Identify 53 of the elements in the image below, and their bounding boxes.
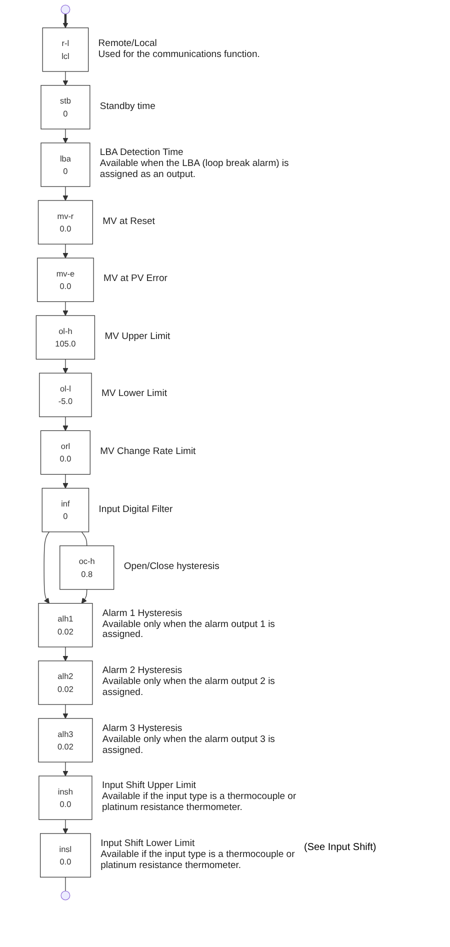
display-box: alh1 0.02 <box>38 603 93 648</box>
description-text: Available if the input type is a thermocouple or platinum resistance thermometer. <box>102 792 298 814</box>
display-box: oc-h 0.8 <box>60 545 114 590</box>
arrow <box>44 532 50 604</box>
display-box: inf 0 <box>42 488 90 532</box>
arrow <box>62 14 68 28</box>
arrow <box>62 71 68 86</box>
display-box: alh2 0.02 <box>38 660 93 705</box>
arrow <box>62 358 68 374</box>
description-text: Input Shift Lower Limit <box>100 838 196 850</box>
description-text: Available only when the alarm output 1 is assigned. <box>102 620 276 642</box>
display-box: insl 0.0 <box>40 833 91 878</box>
description-text: Alarm 1 Hysteresis <box>102 608 184 620</box>
arrow <box>62 416 68 431</box>
description-text: Used for the communications function. <box>98 50 261 60</box>
arrow <box>62 301 68 316</box>
description-text: Alarm 3 Hysteresis <box>102 724 184 735</box>
arrow <box>81 589 88 604</box>
display-box: r-l lcl <box>42 28 89 72</box>
arrow <box>62 646 68 662</box>
display-box: ol-h 105.0 <box>36 315 96 360</box>
description-text: MV Upper Limit <box>104 332 172 343</box>
description-text: MV Change Rate Limit <box>100 447 197 458</box>
arrow <box>62 244 68 258</box>
description-text: MV at PV Error <box>104 274 168 286</box>
description-text: MV at Reset <box>102 216 156 228</box>
arrow <box>62 474 68 488</box>
description-text: Available only when the alarm output 3 is assigned. <box>102 734 276 757</box>
description-text: MV Lower Limit <box>102 389 168 400</box>
display-box: insh 0.0 <box>38 776 92 820</box>
description-text: Available if the input type is a thermocouple or platinum resistance thermometer. <box>100 850 296 872</box>
arrow <box>62 186 68 201</box>
display-box: mv-e 0.0 <box>37 258 94 302</box>
display-box: mv-r 0.0 <box>38 200 93 244</box>
arrow <box>62 704 68 719</box>
display-box: orl 0.0 <box>40 430 90 475</box>
display-box: ol-l -5.0 <box>39 372 92 418</box>
description-text: Input Digital Filter <box>98 504 174 516</box>
description-text: Open/Close hysteresis <box>124 562 220 574</box>
description-text: Alarm 2 Hysteresis <box>102 666 184 677</box>
note-text: (See Input Shift) <box>303 841 378 855</box>
description-text: Input Shift Upper Limit <box>102 781 197 792</box>
display-box: alh3 0.02 <box>38 718 93 762</box>
description-text: Available only when the alarm output 2 is assigned. <box>102 677 276 699</box>
description-text: Available when the LBA (loop break alarm) is assigned as an output. <box>100 159 290 181</box>
arrow <box>62 762 68 776</box>
description-text: Standby time <box>100 102 156 113</box>
arrow <box>62 819 68 834</box>
arrow <box>62 128 68 144</box>
display-box: stb 0 <box>40 85 90 130</box>
description-text: LBA Detection Time <box>100 148 184 159</box>
description-text: Remote/Local <box>98 38 158 50</box>
display-box: lba 0 <box>40 142 90 187</box>
